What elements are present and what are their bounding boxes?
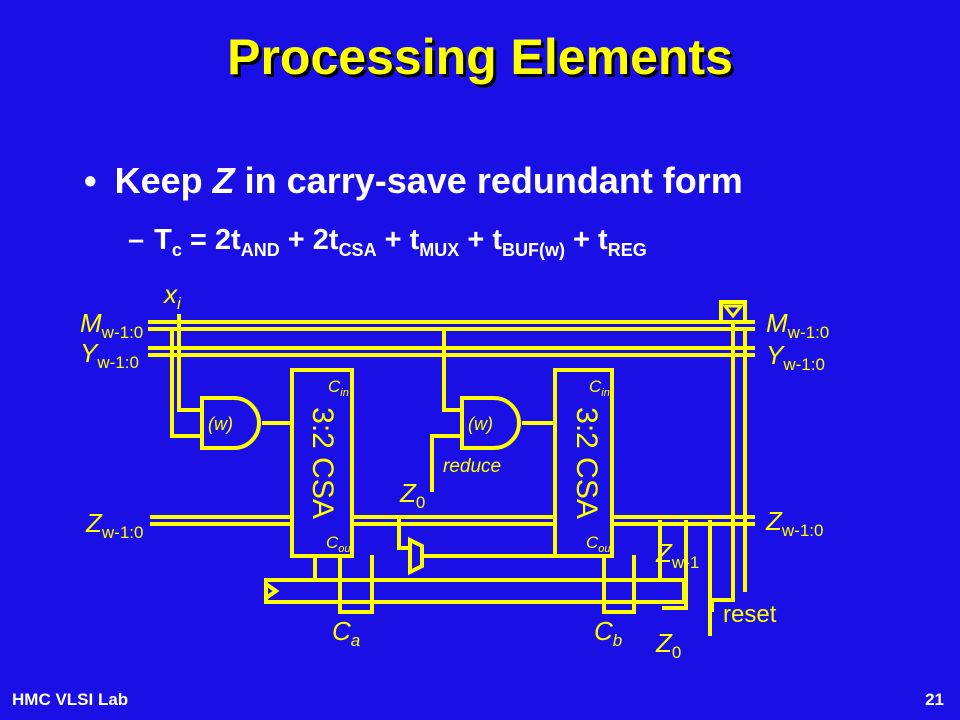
reset-wire [710,580,735,612]
label-z0-bottom: Z0 [655,628,681,662]
wires [148,310,755,636]
label-z-right: Zw-1:0 [765,506,823,540]
z0-wire [397,517,410,550]
eq-s3: MUX [419,240,460,260]
label-z0-mid: Z0 [399,478,425,512]
label-reduce: reduce [443,456,501,477]
and-gate-1[interactable]: (w) [200,396,261,450]
csa-2-box [553,368,614,558]
eq-t4: + t [459,224,503,256]
and-gate-1-label: (w) [208,414,233,434]
eq-t3: + t [376,224,420,256]
x-wire [177,314,202,412]
csa-1-cin: Cin [328,377,349,399]
eq-t1: = 2t [181,224,241,256]
csa-2-label: 3:2 CSA [570,407,603,519]
label-z-left: Zw-1:0 [85,508,143,542]
reduce-wire [430,434,462,492]
z-feedback-2 [662,520,688,610]
label-zw1: Zw-1 [655,538,699,572]
cb-loop [602,555,636,614]
label-m-right: Mw-1:0 [766,308,829,342]
label-ca: Ca [332,616,360,650]
csa-1[interactable]: 3:2 CSA Cin Cout [290,368,355,558]
eq-t0: T [154,224,172,256]
label-y-right: Yw-1:0 [766,340,825,374]
mux [408,536,424,576]
eq-t2: + 2t [279,224,339,256]
top-register-clock [721,304,745,319]
and-gate-2-label: (w) [468,414,493,434]
page-number: 21 [925,690,944,709]
eq-t5: + t [565,224,608,256]
and-gate-1-shape [200,396,261,450]
bullet-text-var: Z [212,160,235,201]
mux-shape [408,536,424,576]
sub-bullet-marker: – [128,224,145,256]
ca-loop [338,555,374,614]
register-clock-marker [264,582,280,600]
and-gate-2[interactable]: (w) [460,396,521,450]
csa-2-cout: Cout [586,533,615,555]
bullet-keep-z: • Keep Z in carry-save redundant form [84,160,743,202]
and2-y-tap [442,329,462,412]
label-cb: Cb [594,616,622,650]
csa-1-cout: Cout [326,533,355,555]
register-bar [264,578,686,604]
eq-s1: AND [240,240,280,260]
label-m-left: Mw-1:0 [80,308,143,342]
label-x: xi [162,279,182,313]
and-gate-2-shape [460,396,521,450]
csa-1-label: 3:2 CSA [306,407,339,519]
csa-1-box [290,368,354,558]
footer-lab-name: HMC VLSI Lab [12,690,129,709]
eq-s4: BUF(w) [502,240,565,260]
slide-title: Processing Elements [227,29,733,85]
bullet-marker: • [84,160,97,201]
sub-bullet-cycle-time: –Tc = 2tAND + 2tCSA + tMUX + tBUF(w) + t… [128,224,647,261]
bullet-text-post: in carry-save redundant form [234,160,743,201]
bullet-text-pre: Keep [114,160,213,201]
eq-s2: CSA [338,240,377,260]
signal-labels: Mw-1:0 Yw-1:0 xi Zw-1:0 Mw-1:0 Yw-1:0 Zw… [80,279,829,662]
csa-2-cin: Cin [589,377,610,399]
label-reset: reset [723,601,777,628]
and1-m-tap [170,329,202,438]
label-y-left: Yw-1:0 [80,338,139,372]
eq-s0: c [171,240,182,260]
csa-2[interactable]: 3:2 CSA Cin Cout [553,368,615,558]
eq-s5: REG [607,240,647,260]
top-register [719,300,747,324]
